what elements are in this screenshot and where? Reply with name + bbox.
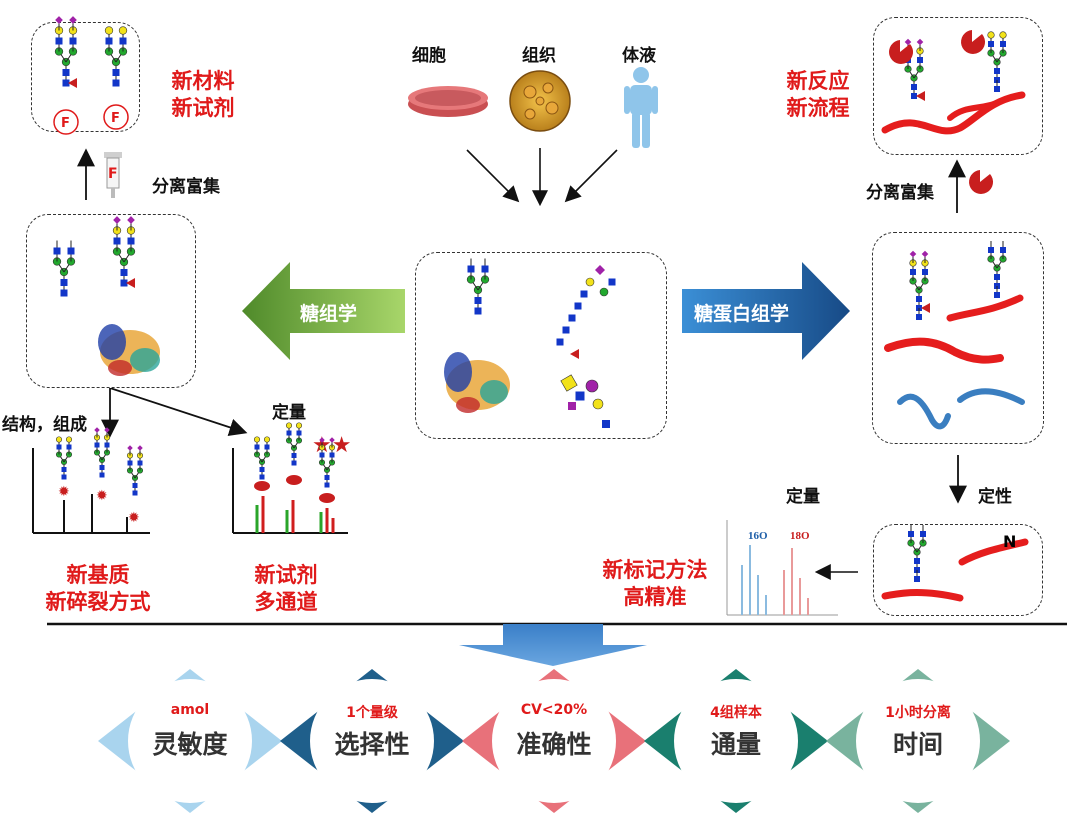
ms-spectrum-structure — [32, 448, 150, 534]
metric-diamond-1 — [98, 669, 282, 813]
metric-diamond-3 — [462, 669, 646, 813]
ms-spectrum-quant — [232, 448, 348, 534]
structure-label: 结构，组成 — [2, 415, 87, 435]
metric-diamond-4 — [644, 669, 828, 813]
new-reagent-caption: 新试剂 多通道 — [226, 562, 346, 616]
summary-down-arrow — [459, 624, 647, 666]
right-quant-label: 定量 — [786, 487, 820, 507]
metric-value-1: amol — [170, 702, 210, 718]
new-label-method-caption: 新标记方法 高精准 — [590, 557, 720, 611]
isotope-spectrum — [726, 520, 838, 616]
new-matrix-line1: 新基质 — [66, 563, 130, 587]
new-matrix-caption: 新基质 新碎裂方式 — [28, 562, 168, 616]
svg-text:F: F — [61, 116, 70, 131]
metric-diamond-2 — [280, 669, 464, 813]
metric-name-1: 灵敏度 — [152, 730, 228, 759]
metric-value-4: 4组样本 — [710, 705, 762, 721]
syringe-tag: F — [108, 166, 118, 182]
new-reaction-label: 新反应 新流程 — [778, 68, 858, 122]
glycomics-label: 糖组学 — [300, 303, 358, 325]
new-materials-line1: 新材料 — [171, 69, 235, 93]
glycomics-arrow — [242, 262, 405, 360]
glycoproteomics-label: 糖蛋白组学 — [694, 303, 790, 325]
svg-text:✹: ✹ — [58, 484, 70, 500]
right-enrich-label: 分离富集 — [866, 183, 934, 203]
svg-text:F: F — [111, 111, 120, 126]
cell-dish-icon — [408, 86, 488, 117]
svg-text:✹: ✹ — [96, 488, 108, 504]
new-reagent-line2: 多通道 — [254, 590, 318, 614]
qualitative-label: 定性 — [978, 487, 1012, 507]
new-reaction-line2: 新流程 — [786, 96, 850, 120]
new-materials-label: 新材料 新试剂 — [163, 68, 243, 122]
enzyme-icon — [969, 170, 994, 194]
metric-value-3: CV<20% — [520, 702, 588, 718]
metric-name-2: 选择性 — [334, 730, 410, 759]
iso16-label: 16O — [748, 530, 768, 542]
new-reaction-line1: 新反应 — [786, 69, 850, 93]
body-fluid-icon — [624, 67, 658, 148]
new-materials-line2: 新试剂 — [171, 96, 235, 120]
metric-value-2: 1个量级 — [346, 705, 398, 721]
iso18-label: 18O — [790, 530, 810, 542]
svg-text:✹: ✹ — [128, 510, 140, 526]
new-matrix-line2: 新碎裂方式 — [45, 590, 151, 614]
body-fluid-label: 体液 — [622, 46, 656, 66]
metric-name-4: 通量 — [710, 730, 761, 759]
tissue-label: 组织 — [522, 46, 556, 66]
new-label-line1: 新标记方法 — [602, 558, 708, 582]
new-reagent-line1: 新试剂 — [254, 563, 318, 587]
cell-label: 细胞 — [412, 46, 446, 66]
panel-glycopeptides — [872, 232, 1044, 444]
tissue-icon — [509, 70, 571, 132]
metric-diamond-5 — [826, 669, 1010, 813]
metric-name-3: 准确性 — [516, 730, 592, 759]
left-enrich-label: 分离富集 — [152, 177, 220, 197]
n-terminus-label: N — [1003, 532, 1017, 551]
left-quant-label: 定量 — [272, 403, 306, 423]
syringe-icon — [104, 152, 122, 198]
glycoproteomics-arrow — [682, 262, 850, 360]
metric-name-5: 时间 — [892, 730, 943, 759]
metric-value-5: 1小时分离 — [885, 705, 951, 721]
new-label-line2: 高精准 — [623, 585, 687, 609]
